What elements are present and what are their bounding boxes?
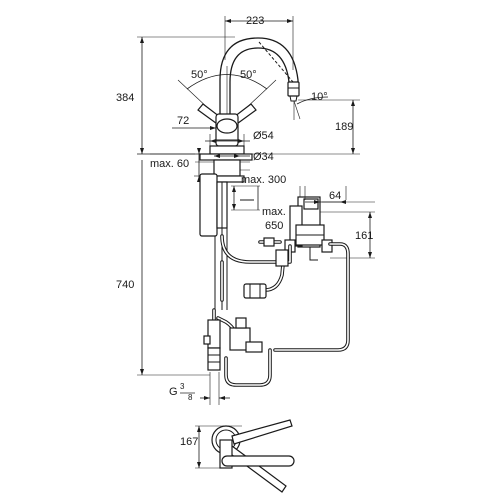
dimension-label-740: 740 (116, 279, 134, 291)
dimension-label-223: 223 (246, 15, 264, 27)
thread-label-g: G (169, 386, 178, 398)
swivel-left-label: 50° (191, 69, 208, 81)
dimension-spout-reach: 223 (224, 15, 294, 70)
hoses (212, 234, 350, 387)
dimension-base-diameter: Ø54 (205, 130, 274, 146)
faucet-body (177, 66, 277, 155)
dimension-label-34: Ø34 (253, 151, 274, 163)
dimension-label-max-60: max. 60 (150, 158, 189, 170)
dimension-label-max-650-value: 650 (265, 220, 283, 232)
thread-label-numerator: 3 (180, 382, 185, 391)
swivel-right-label: 50° (240, 69, 257, 81)
dimension-box-height: 161 (320, 211, 375, 259)
dimension-label-72: 72 (177, 115, 189, 127)
dimension-lever-offset: 72 (172, 115, 216, 130)
top-view: 167 (180, 419, 295, 493)
faucet-spout (219, 37, 300, 148)
dimension-label-161: 161 (355, 230, 373, 242)
dimension-hole-diameter: Ø34 (214, 151, 274, 163)
dimension-label-64: 64 (329, 190, 341, 202)
dimension-max-300: max. 300 (231, 174, 286, 211)
dimension-label-max-300: max. 300 (241, 174, 286, 186)
dimension-label-384: 384 (116, 92, 134, 104)
dimension-label-54: Ø54 (253, 130, 274, 142)
control-box (284, 196, 333, 261)
dimension-label-189: 189 (335, 121, 353, 133)
connectors (203, 237, 289, 371)
dimension-label-167: 167 (180, 436, 198, 448)
dimension-label-10-deg: 10° (311, 91, 328, 103)
thread-label-denominator: 8 (188, 393, 193, 402)
dimension-total-height: 740 (116, 153, 210, 376)
dimension-thread: G 3 8 (169, 372, 230, 405)
dimension-spray-angle: 10° (293, 91, 329, 120)
dimension-label-max-650-prefix: max. (262, 206, 286, 218)
dimension-box-width: 64 (304, 186, 375, 204)
dimension-height-spout: 189 (248, 99, 360, 155)
